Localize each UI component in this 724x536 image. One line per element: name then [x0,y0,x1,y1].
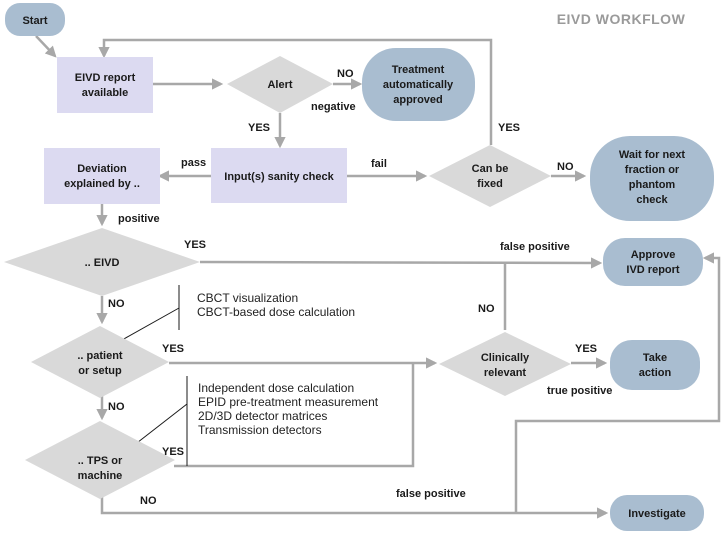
wait-label-3: phantom [629,179,676,191]
edge-start-to-report [35,35,57,58]
clinically-relevant-label-2: relevant [484,367,527,379]
start-label: Start [22,15,47,27]
fixed-no-label: NO [557,161,574,173]
eivd-report-node: EIVD report available [57,57,153,113]
wait-node: Wait for next fraction or phantom check [590,136,714,221]
can-be-fixed-decision: Can be fixed [429,145,551,207]
tps-machine-label-1: .. TPS or [78,455,123,467]
wait-label-4: check [636,194,668,206]
edge-tps-to-relevant [174,363,415,468]
patient-setup-label-1: .. patient [77,350,123,362]
tps-false-positive-label: false positive [396,488,466,500]
take-action-label-2: action [639,367,672,379]
tps-method-2: EPID pre-treatment measurement [198,395,379,409]
wait-label-1: Wait for next [619,149,686,161]
eivd-report-label-2: available [82,87,128,99]
sanity-pass-label: pass [181,157,206,169]
fixed-yes-label: YES [498,122,520,134]
can-be-fixed-label-2: fixed [477,178,503,190]
tps-methods-note: Independent dose calculation EPID pre-tr… [198,381,379,437]
edge-tps-to-investigate [100,496,609,519]
clinically-relevant-decision: Clinically relevant [439,332,571,396]
patient-method-1: CBCT visualization [197,291,298,305]
edge-investigate-to-approve [514,252,721,513]
treatment-label-3: approved [393,94,443,106]
alert-yes-label: YES [248,122,270,134]
patient-setup-decision: .. patient or setup [31,326,169,398]
true-positive-label: true positive [547,385,612,397]
investigate-label: Investigate [628,508,685,520]
connectors [35,35,721,519]
eivd-yes-label: YES [184,239,206,251]
alert-label: Alert [267,79,292,91]
sanity-check-node: Input(s) sanity check [211,148,347,203]
take-action-node: Take action [610,340,700,390]
treatment-label-2: automatically [383,79,454,91]
eivd-no-label: NO [108,298,125,310]
approve-ivd-label-2: IVD report [626,264,680,276]
patient-methods-leader [121,307,180,341]
eivd-decision-label: .. EIVD [85,257,120,269]
alert-decision: Alert [227,56,333,113]
edge-eivd-to-approve [199,257,603,269]
sanity-check-label: Input(s) sanity check [224,171,334,183]
approve-ivd-node: Approve IVD report [603,238,703,286]
patient-setup-label-2: or setup [78,365,122,377]
tps-methods-leader [132,403,188,447]
investigate-node: Investigate [610,495,704,531]
patient-yes-label: YES [162,343,184,355]
wait-label-2: fraction or [625,164,680,176]
eivd-report-label-1: EIVD report [75,72,136,84]
patient-no-label: NO [108,401,125,413]
tps-method-1: Independent dose calculation [198,381,354,395]
start-node: Start [5,3,65,36]
can-be-fixed-label-1: Can be [472,163,509,175]
tps-method-4: Transmission detectors [198,423,322,437]
clinically-relevant-label-1: Clinically [481,352,530,364]
alert-no-label: NO [337,68,354,80]
deviation-node: Deviation explained by .. [44,148,160,204]
alert-negative-label: negative [311,101,356,113]
treatment-label-1: Treatment [392,64,445,76]
patient-method-2: CBCT-based dose calculation [197,305,355,319]
edge-fixed-loop-back [98,38,493,145]
approve-ivd-label-1: Approve [631,249,676,261]
eivd-false-positive-label: false positive [500,241,570,253]
take-action-label-1: Take [643,352,667,364]
tps-yes-label: YES [162,446,184,458]
tps-no-label: NO [140,495,157,507]
treatment-approved-node: Treatment automatically approved [362,48,475,121]
tps-method-3: 2D/3D detector matrices [198,409,327,423]
sanity-fail-label: fail [371,158,387,170]
deviation-positive-label: positive [118,213,160,225]
tps-machine-label-2: machine [78,470,123,482]
diagram-title: EIVD WORKFLOW [557,11,686,27]
tps-machine-decision: .. TPS or machine [25,421,175,499]
patient-methods-note: CBCT visualization CBCT-based dose calcu… [197,291,355,319]
relevant-no-label: NO [478,303,495,315]
eivd-decision: .. EIVD [4,228,200,296]
deviation-label-1: Deviation [77,163,127,175]
relevant-yes-label: YES [575,343,597,355]
deviation-label-2: explained by .. [64,178,140,190]
